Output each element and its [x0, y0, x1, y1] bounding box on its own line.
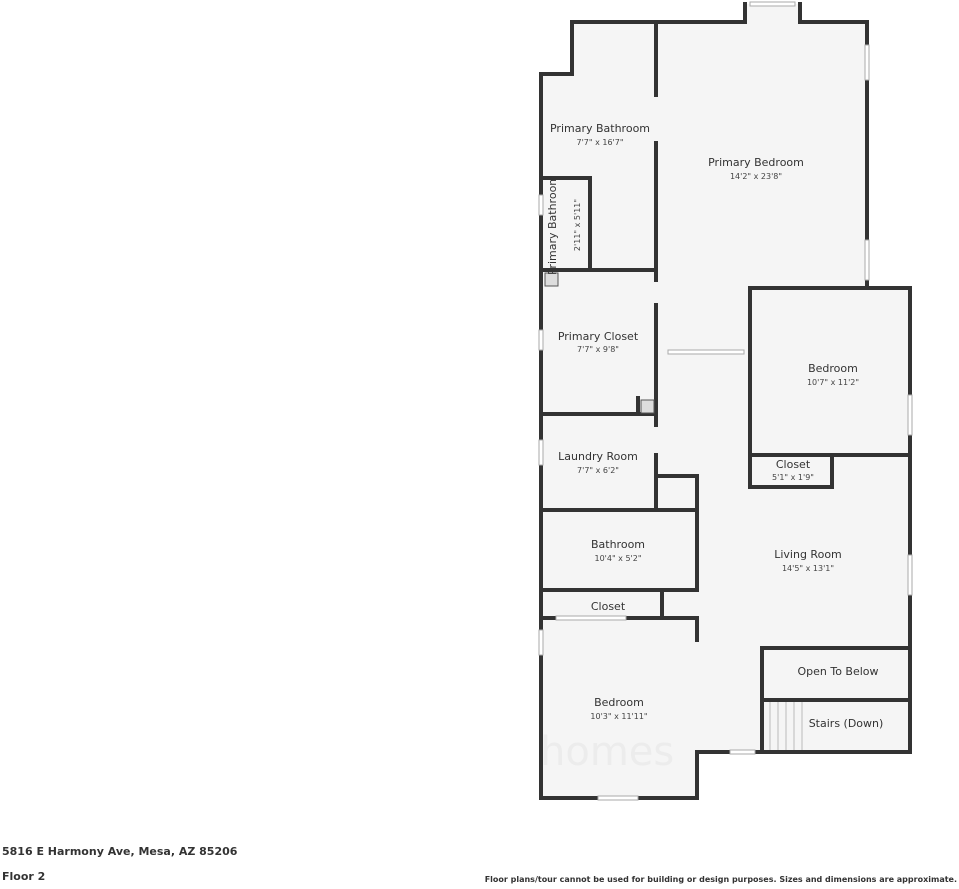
- room-primary-bathroom-small: Primary Bathroom 2'11" x 5'11": [546, 175, 582, 275]
- room-stairs: Stairs (Down): [809, 717, 884, 730]
- room-primary-bathroom: Primary Bathroom 7'7" x 16'7": [550, 122, 650, 147]
- floor-label: Floor 2: [2, 870, 46, 883]
- stairs: [769, 702, 803, 750]
- svg-text:Stairs (Down): Stairs (Down): [809, 717, 884, 730]
- svg-text:10'4" x 5'2": 10'4" x 5'2": [594, 554, 641, 563]
- room-primary-bedroom: Primary Bedroom 14'2" x 23'8": [708, 156, 804, 181]
- svg-text:14'2" x 23'8": 14'2" x 23'8": [730, 172, 782, 181]
- svg-text:5'1" x 1'9": 5'1" x 1'9": [772, 473, 814, 482]
- svg-text:Primary Bathroom: Primary Bathroom: [550, 122, 650, 135]
- svg-text:Bathroom: Bathroom: [591, 538, 645, 551]
- svg-text:Primary Bedroom: Primary Bedroom: [708, 156, 804, 169]
- disclaimer: Floor plans/tour cannot be used for buil…: [484, 875, 957, 884]
- room-bedroom-left: Bedroom 10'3" x 11'11": [590, 696, 647, 721]
- svg-text:Closet: Closet: [591, 600, 626, 613]
- room-bedroom-right: Bedroom 10'7" x 11'2": [807, 362, 859, 387]
- svg-text:Laundry Room: Laundry Room: [558, 450, 638, 463]
- svg-text:2'11" x 5'11": 2'11" x 5'11": [573, 199, 582, 251]
- room-laundry: Laundry Room 7'7" x 6'2": [558, 450, 638, 475]
- svg-text:Open To Below: Open To Below: [797, 665, 878, 678]
- svg-text:Living Room: Living Room: [774, 548, 842, 561]
- room-closet-right: Closet 5'1" x 1'9": [772, 458, 814, 482]
- svg-text:Closet: Closet: [776, 458, 811, 471]
- room-bathroom: Bathroom 10'4" x 5'2": [591, 538, 645, 563]
- hatch-marks: [544, 272, 655, 414]
- room-living: Living Room 14'5" x 13'1": [774, 548, 842, 573]
- svg-text:7'7" x 6'2": 7'7" x 6'2": [577, 466, 619, 475]
- svg-text:10'7" x 11'2": 10'7" x 11'2": [807, 378, 859, 387]
- svg-text:Bedroom: Bedroom: [594, 696, 644, 709]
- svg-text:14'5" x 13'1": 14'5" x 13'1": [782, 564, 834, 573]
- svg-text:10'3" x 11'11": 10'3" x 11'11": [590, 712, 647, 721]
- svg-text:Bedroom: Bedroom: [808, 362, 858, 375]
- svg-text:Primary Bathroom: Primary Bathroom: [546, 175, 559, 275]
- walls: [539, 2, 912, 800]
- watermark: homes: [540, 729, 674, 775]
- svg-text:7'7" x 16'7": 7'7" x 16'7": [576, 138, 623, 147]
- windows: [538, 1, 913, 801]
- room-primary-closet: Primary Closet 7'7" x 9'8": [558, 330, 639, 354]
- floor-area: [541, 4, 910, 798]
- svg-text:Primary Closet: Primary Closet: [558, 330, 639, 343]
- room-open-to-below: Open To Below: [797, 665, 878, 678]
- address: 5816 E Harmony Ave, Mesa, AZ 85206: [2, 845, 238, 858]
- svg-text:7'7" x 9'8": 7'7" x 9'8": [577, 345, 619, 354]
- room-closet-left: Closet: [591, 600, 626, 613]
